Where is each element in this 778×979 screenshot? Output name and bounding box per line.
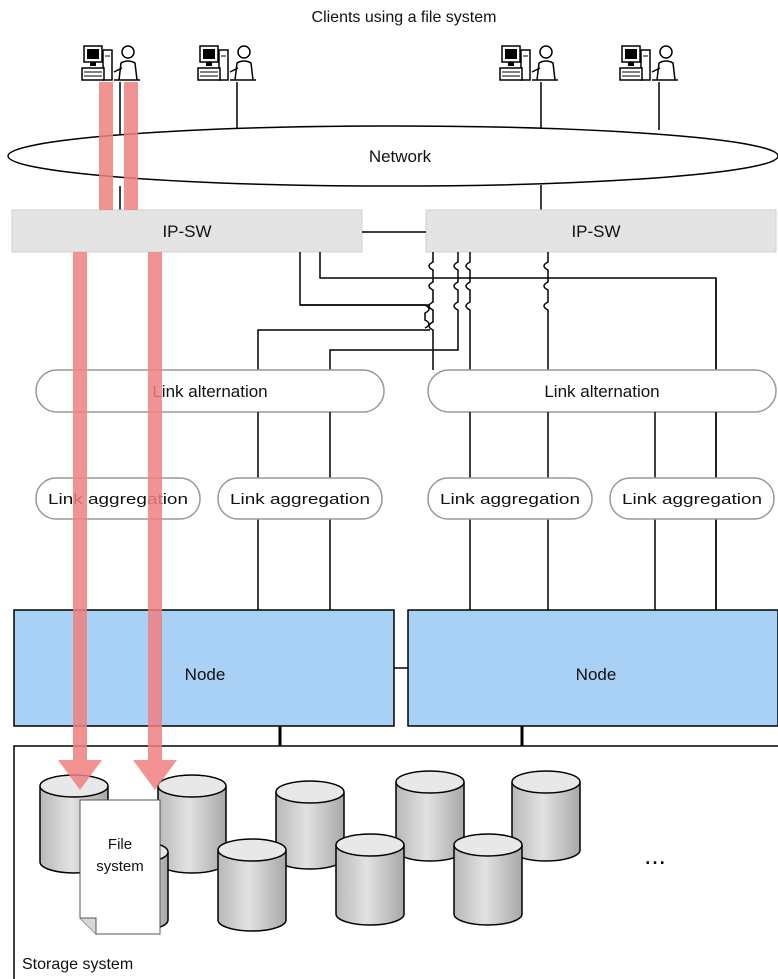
file-system-label-line2: system [96,858,144,875]
client-network-links [119,82,660,137]
access-path [58,82,177,790]
ip-switch-right-label: IP-SW [571,222,620,241]
disk-icon [335,833,405,926]
link-alternation-left [35,369,385,413]
ip-switch-left [11,209,363,253]
more-disks-ellipsis: ... [644,840,666,870]
link-aggregation-3-label: Link aggregation [440,491,580,508]
disk-icon [275,780,345,870]
link-aggregation-4 [609,477,775,520]
client-computer-icon [81,45,141,81]
network-cloud [7,125,778,187]
client-computer-icon [197,45,257,81]
access-path-segment [148,252,162,760]
client-computer-icon [619,45,679,81]
ip-switch-left-label: IP-SW [162,222,211,241]
link-aggregation-1-label: Link aggregation [48,491,188,508]
disk-icon [217,838,287,932]
disk-icon [511,770,581,862]
file-system-label-line1: File [108,836,132,853]
node-right [407,609,778,727]
aggregation-links [257,412,717,610]
access-path-segment [73,252,87,760]
access-path-segment [99,82,113,210]
node-left-label: Node [185,665,226,684]
diagram-title: Clients using a file system [312,9,497,26]
storage-system-label: Storage system [22,956,133,973]
link-aggregation-2 [217,477,383,520]
disk-icon [395,770,465,862]
disk-icon [453,833,523,926]
access-path-segment [124,82,138,210]
link-aggregation-4-label: Link aggregation [622,491,762,508]
client-computer-icon [499,45,559,81]
file-system-document-icon [79,799,161,935]
node-right-label: Node [576,665,617,684]
ip-switch-right [425,209,777,253]
disk-icon [157,774,227,874]
node-storage-links [278,726,524,746]
link-aggregation-2-label: Link aggregation [230,491,370,508]
network-label: Network [369,147,432,166]
network-switch-links [119,185,542,210]
access-arrow-icon [133,760,177,790]
link-aggregation-3 [427,477,593,520]
access-arrow-icon [58,760,102,790]
link-alternation-right [427,369,777,413]
switch-crossing-wiring [257,252,717,610]
link-alternation-right-label: Link alternation [544,382,659,401]
link-alternation-left-label: Link alternation [152,382,267,401]
